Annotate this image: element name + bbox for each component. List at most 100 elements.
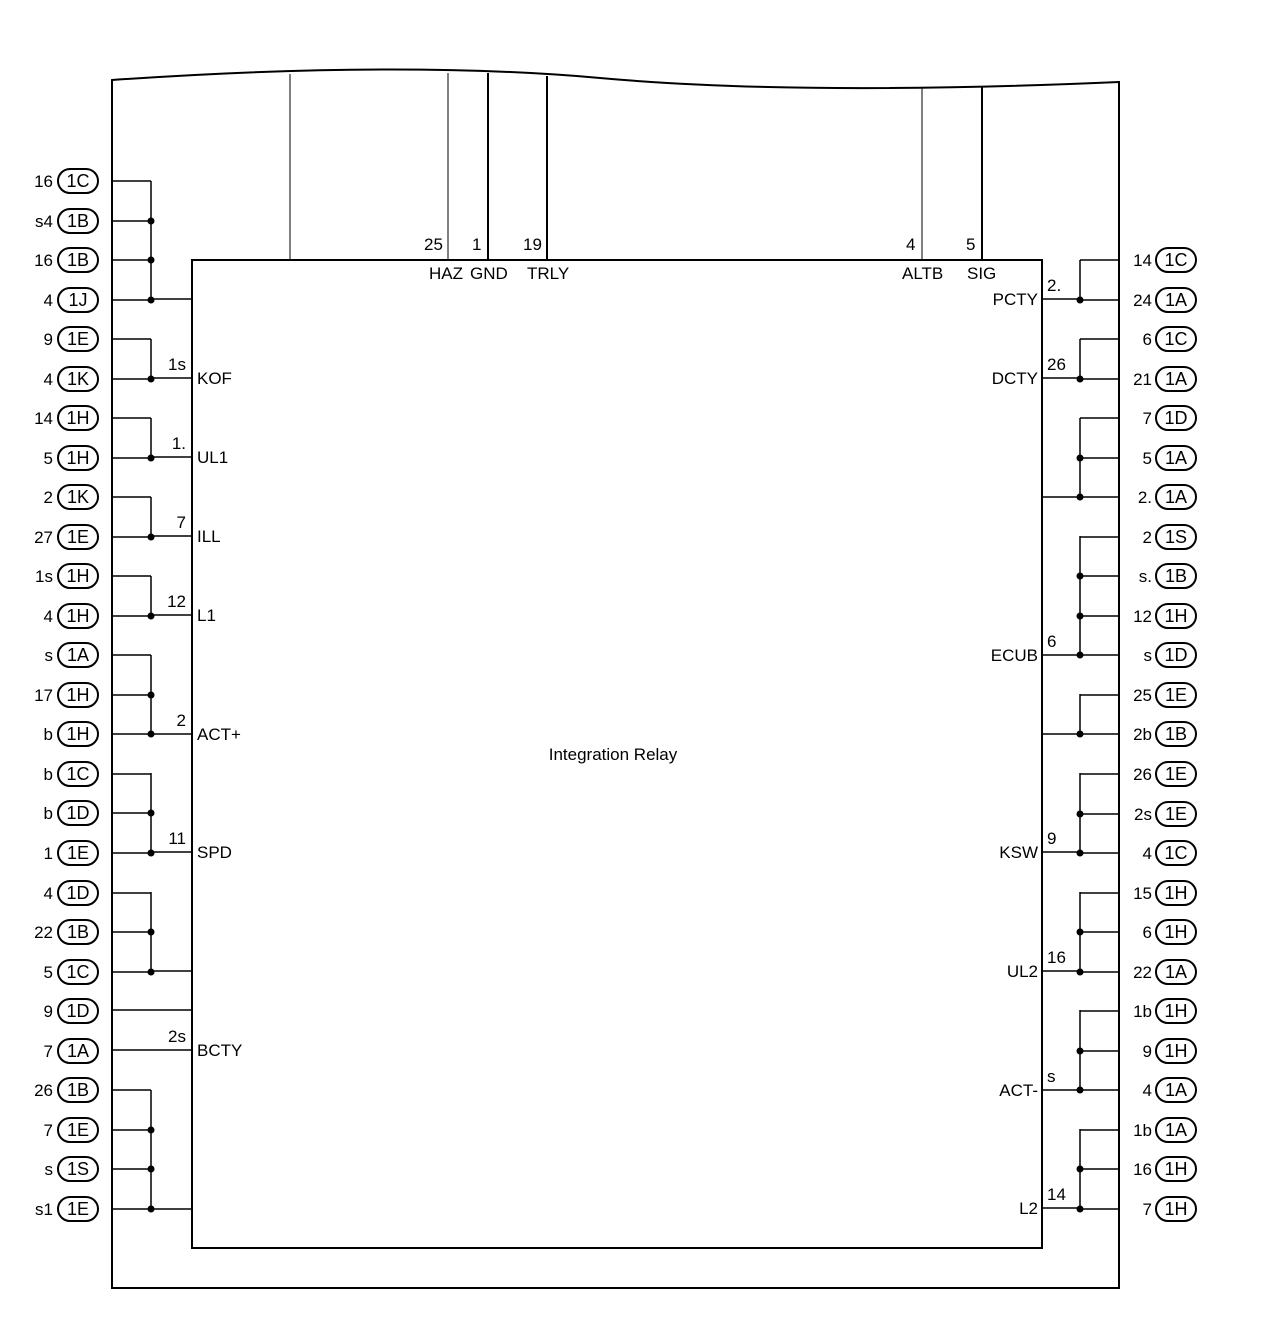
left-connector-row: b 1D [44, 800, 155, 826]
right-junction-dot [1076, 1165, 1084, 1173]
top-signal-label: HAZ [429, 264, 463, 283]
right-connector-pill [1155, 1077, 1197, 1103]
right-pin-signal: KSW [999, 843, 1038, 862]
left-junction-dot [147, 454, 155, 462]
left-wiring [112, 181, 192, 1210]
left-junction-dot [147, 691, 155, 699]
right-connector-pill [1155, 761, 1197, 787]
right-connector-pill [1155, 445, 1197, 471]
right-junction-dot [1076, 928, 1084, 936]
right-row-num: s. [1139, 567, 1152, 586]
right-connector-id: 1H [1164, 883, 1187, 903]
left-row-num: b [44, 804, 53, 823]
right-connector-id: 1E [1165, 804, 1187, 824]
left-junction-dot [147, 296, 155, 304]
right-connector-id: 1A [1165, 290, 1187, 310]
right-connector-pill [1155, 524, 1197, 550]
left-pin-signal: L1 [197, 606, 216, 625]
left-connector-pill [57, 682, 99, 708]
left-connector-id: 1D [66, 883, 89, 903]
left-row-num: s1 [35, 1200, 53, 1219]
right-connector-id: 1H [1164, 922, 1187, 942]
right-row-num: 9 [1143, 1042, 1152, 1061]
right-connector-pill [1155, 721, 1197, 747]
left-junction-dot [147, 1165, 155, 1173]
right-connector-pill [1155, 880, 1197, 906]
left-connector-pill [57, 603, 99, 629]
right-connector-pill [1155, 326, 1197, 352]
right-connector-id: 1H [1164, 1001, 1187, 1021]
right-pin-num: 26 [1047, 355, 1066, 374]
left-row-num: 1 [44, 844, 53, 863]
right-row-num: 4 [1143, 1081, 1152, 1100]
left-connector-id: 1H [66, 408, 89, 428]
left-pin-signal: BCTY [197, 1041, 242, 1060]
right-connector-pill [1155, 682, 1197, 708]
right-connector-pill [1155, 1156, 1197, 1182]
top-signal-label: GND [470, 264, 508, 283]
left-row-num: 14 [34, 409, 53, 428]
left-connector-pill [57, 1038, 99, 1064]
left-row-num: 9 [44, 330, 53, 349]
right-row-num: 1b [1133, 1121, 1152, 1140]
right-row-num: 7 [1143, 409, 1152, 428]
left-connector-pill [57, 247, 99, 273]
right-pin-num: 6 [1047, 632, 1056, 651]
left-row-num: 16 [34, 172, 53, 191]
right-pin-signal: DCTY [992, 369, 1038, 388]
right-connector-id: 1A [1165, 1080, 1187, 1100]
right-connector-pill [1155, 366, 1197, 392]
left-connector-pill [57, 959, 99, 985]
top-pin-num: 25 [424, 235, 443, 254]
left-connector-id: 1S [67, 1159, 89, 1179]
left-pin-num: 1. [172, 434, 186, 453]
right-row-num: 26 [1133, 765, 1152, 784]
right-connector-pill [1155, 998, 1197, 1024]
right-row-num: s [1144, 646, 1153, 665]
right-pin-num: 14 [1047, 1185, 1066, 1204]
left-connector-pill [57, 1117, 99, 1143]
left-connector-id: 1H [66, 448, 89, 468]
right-connector-id: 1H [1164, 1041, 1187, 1061]
right-row-num: 6 [1143, 923, 1152, 942]
left-connector-id: 1D [66, 803, 89, 823]
left-connector-pill [57, 484, 99, 510]
right-connector-pill [1155, 1117, 1197, 1143]
right-junction-dot [1076, 375, 1084, 383]
left-pin-num: 2 [177, 711, 186, 730]
left-junction-dot [147, 533, 155, 541]
right-row-num: 14 [1133, 251, 1152, 270]
left-pin-num: 7 [177, 513, 186, 532]
left-connector-pill [57, 168, 99, 194]
left-connector-id: 1B [67, 1080, 89, 1100]
right-row-num: 2. [1138, 488, 1152, 507]
left-connector-pill [57, 524, 99, 550]
left-row-num: 27 [34, 528, 53, 547]
right-pin-signal: UL2 [1007, 962, 1038, 981]
right-connector-row: 2.1A [1076, 484, 1197, 510]
right-row-num: 15 [1133, 884, 1152, 903]
right-connector-row: 15 1H [1080, 880, 1197, 906]
left-connector-pill [57, 366, 99, 392]
right-connector-id: 1H [1164, 1159, 1187, 1179]
left-row-num: 5 [44, 449, 53, 468]
